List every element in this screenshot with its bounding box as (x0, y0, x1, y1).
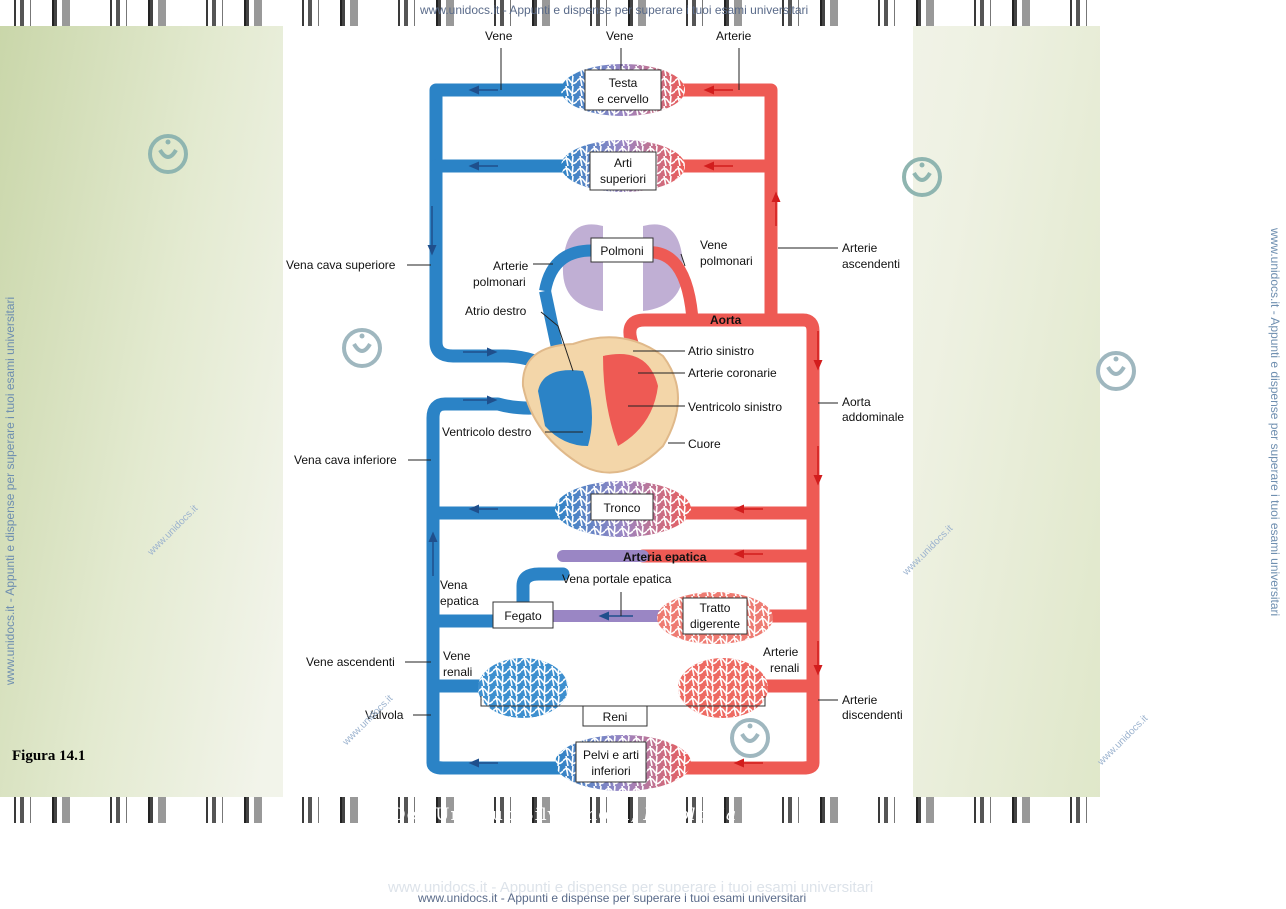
unidocs-logo-icon (902, 157, 942, 197)
organ-pelvi-line2: inferiori (591, 764, 630, 778)
organ-testa-line1: Testa (609, 76, 638, 90)
diagram-labels: Vene Vene Arterie Vena cava superiore Ar… (286, 29, 904, 722)
label-vene-polmonari-2: polmonari (700, 254, 753, 268)
label-vena-cava-inferiore: Vena cava inferiore (294, 453, 397, 467)
unidocs-logo-icon (342, 328, 382, 368)
mixed-vessels (537, 550, 689, 622)
circulation-diagram: Testa e cervello Arti superiori Polmoni … (286, 29, 904, 791)
organ-labels: Testa e cervello Arti superiori Polmoni … (504, 76, 740, 778)
unidocs-logo-icon (730, 718, 770, 758)
bottom-stripe (0, 797, 1100, 823)
watermark-side-right: www.unidocs.it - Appunti e dispense per … (1268, 228, 1282, 617)
label-aorta: Aorta (710, 313, 742, 327)
label-atrio-sinistro: Atrio sinistro (688, 344, 754, 358)
watermark-bottom: www.unidocs.it - Appunti e dispense per … (418, 891, 807, 905)
label-arterie-ascendenti-2: ascendenti (842, 257, 900, 271)
label-vene-ascendenti: Vene ascendenti (306, 655, 395, 669)
heart (521, 336, 679, 474)
label-arterie-polmonari-2: polmonari (473, 275, 526, 289)
label-aorta-addominale-1: Aorta (842, 395, 871, 409)
slide: Figura 14.1 Dee Unglaub Silverthorn, Fis… (0, 0, 1100, 823)
label-arterie-discendenti-2: discendenti (842, 708, 903, 722)
label-vene-polmonari-1: Vene (700, 238, 728, 252)
label-arterie-renali-2: renali (770, 661, 799, 675)
organ-tratto-line2: digerente (690, 617, 740, 631)
organ-testa-line2: e cervello (597, 92, 649, 106)
label-vena-cava-superiore: Vena cava superiore (286, 258, 396, 272)
label-vena-epatica-1: Vena (440, 578, 468, 592)
organ-arti-sup-line2: superiori (600, 172, 646, 186)
credit-title: Fisiologia (643, 805, 738, 823)
organ-pelvi-line1: Pelvi e arti (583, 748, 639, 762)
label-aorta-addominale-2: addominale (842, 410, 904, 424)
figure-caption: Figura 14.1 (12, 748, 86, 764)
circulation-figure: Testa e cervello Arti superiori Polmoni … (283, 26, 913, 797)
organ-tratto-line1: Tratto (700, 601, 731, 615)
reni-bracket (480, 696, 766, 707)
credit-authors: Dee Unglaub Silverthorn, (392, 805, 644, 823)
footer-credit: Dee Unglaub Silverthorn, Fisiologia (392, 805, 737, 823)
label-vena-epatica-2: epatica (440, 594, 479, 608)
label-vene-left: Vene (485, 29, 513, 43)
label-valvola: Valvola (365, 708, 404, 722)
label-ventricolo-sinistro: Ventricolo sinistro (688, 400, 782, 414)
label-arteria-epatica: Arteria epatica (623, 550, 707, 564)
label-atrio-destro: Atrio destro (465, 304, 527, 318)
watermark-bottom-faint: www.unidocs.it - Appunti e dispense per … (388, 879, 874, 896)
label-arterie-ascendenti-1: Arterie (842, 241, 878, 255)
unidocs-logo-icon (1096, 351, 1136, 391)
label-arterie-polmonari-1: Arterie (493, 259, 529, 273)
label-ventricolo-destro: Ventricolo destro (442, 425, 532, 439)
organ-arti-sup-line1: Arti (614, 156, 632, 170)
label-vene-renali-1: Vene (443, 649, 471, 663)
organ-polmoni: Polmoni (600, 244, 643, 258)
label-arterie-discendenti-1: Arterie (842, 693, 878, 707)
label-vene-renali-2: renali (443, 665, 472, 679)
label-arterie-renali-1: Arterie (763, 645, 799, 659)
watermark-top: www.unidocs.it - Appunti e dispense per … (420, 3, 809, 17)
label-arterie-top: Arterie (716, 29, 752, 43)
label-vena-portale-epatica: Vena portale epatica (562, 572, 672, 586)
label-arterie-coronarie: Arterie coronarie (688, 366, 777, 380)
organ-boxes (492, 69, 748, 783)
label-cuore: Cuore (688, 437, 721, 451)
unidocs-logo-icon (148, 134, 188, 174)
organ-reni: Reni (603, 710, 628, 724)
organ-fegato: Fegato (504, 609, 542, 623)
organ-tronco: Tronco (604, 501, 641, 515)
top-stripe (0, 0, 1100, 26)
leader-lines (405, 48, 838, 716)
watermark-small: www.unidocs.it (1095, 713, 1151, 768)
flow-arrows (427, 85, 823, 768)
label-vene-mid: Vene (606, 29, 634, 43)
watermark-side-left: www.unidocs.it - Appunti e dispense per … (3, 296, 17, 685)
